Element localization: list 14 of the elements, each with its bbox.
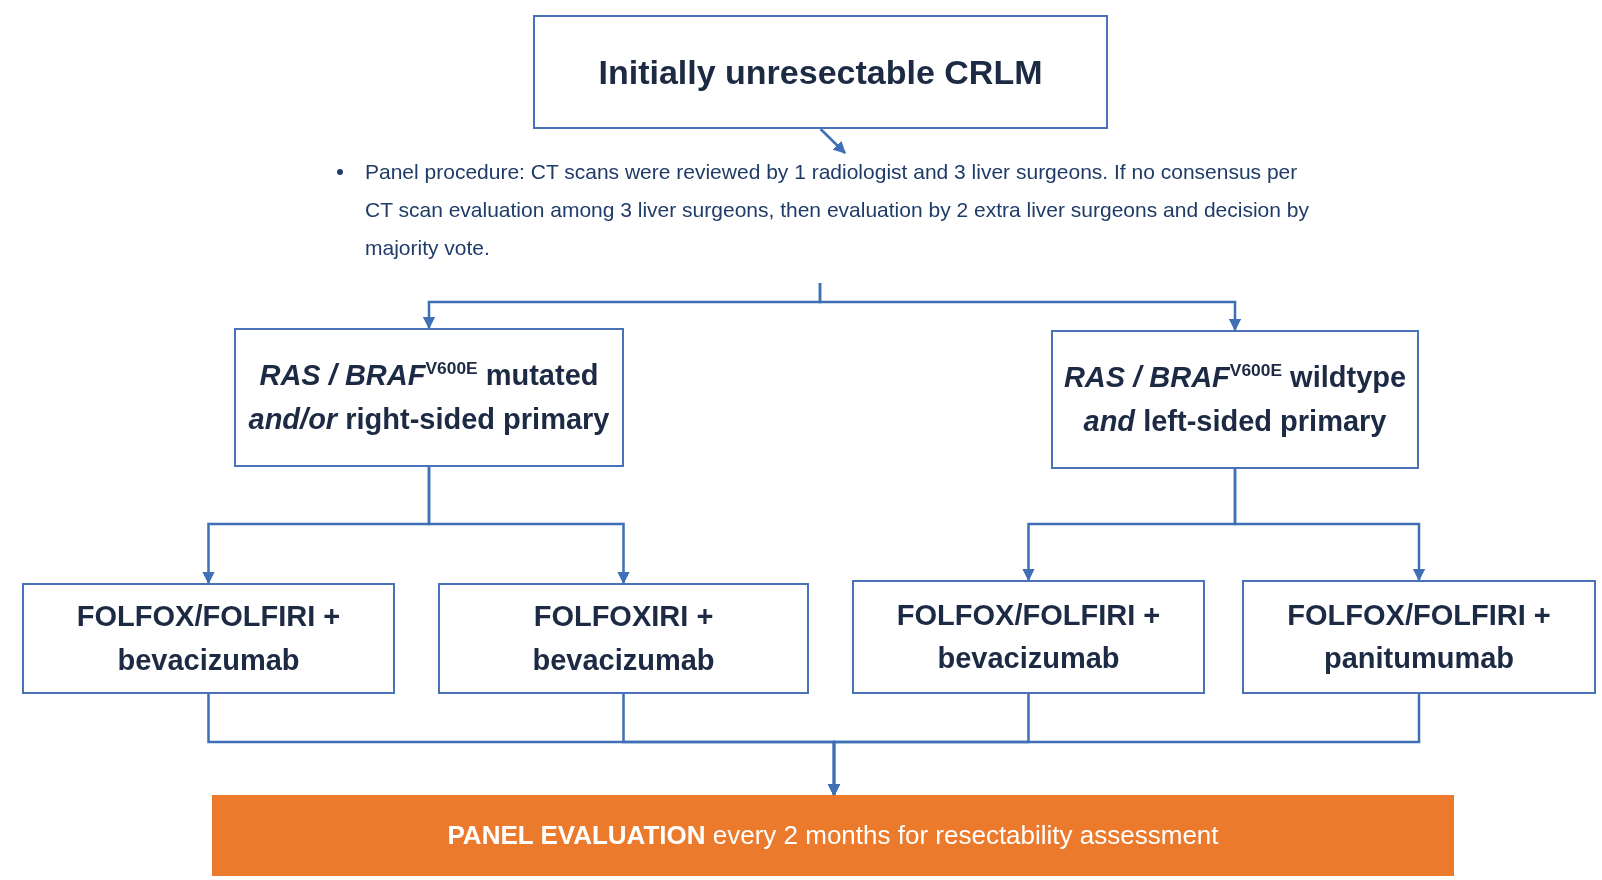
treatment-box: FOLFOX/FOLFIRI + bevacizumab (852, 580, 1205, 694)
treatment-box: FOLFOXIRI + bevacizumab (438, 583, 809, 694)
procedure-note: Panel procedure: CT scans were reviewed by 1 radiologist and 3 liver surgeons. If no consensus per CT scan evaluation among 3 liver surgeons, then evaluation by 2 extra liver surgeons and decision by majority vote. (365, 159, 1310, 261)
arrow (427, 467, 630, 585)
arrow (1233, 469, 1426, 582)
evaluation-bar: PANEL EVALUATION every 2 months for resectability assessment (212, 795, 1454, 876)
treatment-box: FOLFOX/FOLFIRI + panitumumab (1242, 580, 1596, 694)
criteria-box: RAS / BRAF$^{V600E}$ wildtype and left-sided primary (1051, 330, 1419, 469)
criteria-box: RAS / BRAF$^{V600E}$ mutated and/or right-sided primary (234, 328, 624, 467)
treatment-box: FOLFOX/FOLFIRI + bevacizumab (22, 583, 395, 694)
arrow (819, 128, 846, 154)
start-box: Initially unresectable CRLM (533, 15, 1108, 129)
arrow (818, 283, 1242, 332)
arrow (827, 694, 1421, 797)
